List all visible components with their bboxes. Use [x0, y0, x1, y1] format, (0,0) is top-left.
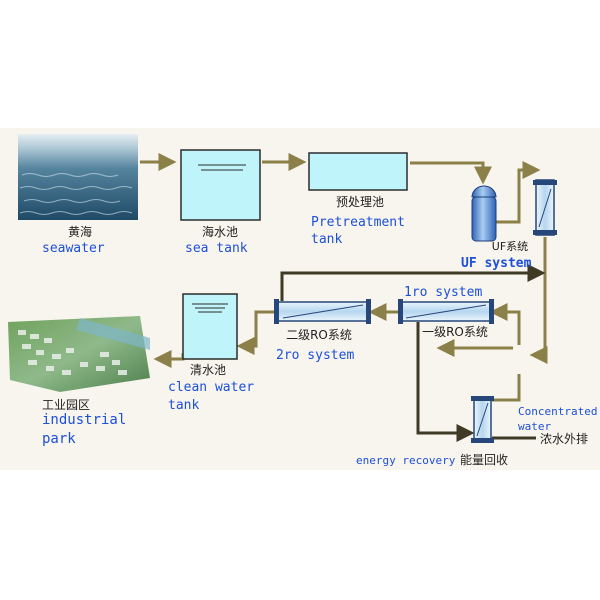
concentrated-label-en-1: Concentrated [518, 405, 597, 418]
concentrated-label-en-2: water [518, 420, 551, 433]
industrial-park-image [8, 316, 150, 392]
sea-tank [180, 149, 261, 221]
clean-water-tank [182, 293, 238, 360]
pipe-pretreatment-to-uf [410, 161, 492, 185]
pipe-1ro-concentrate [416, 322, 475, 442]
industrial-park-label-zh: 工业园区 [42, 398, 90, 412]
clean-tank-label-en-1: clean water [168, 380, 254, 395]
seawater-image [18, 134, 138, 220]
ro1-label-en: 1ro system [404, 285, 482, 300]
ro2-membrane [274, 299, 371, 324]
pretreatment-label-zh: 预处理池 [336, 195, 384, 209]
ro2-label-zh: 二级RO系统 [286, 328, 352, 342]
industrial-park-label-en-2: park [42, 431, 76, 447]
pipe-uf-vessel-to-uf-system [495, 161, 541, 224]
sea-tank-label-zh: 海水池 [202, 224, 238, 239]
sea-tank-label-en: sea tank [185, 241, 248, 256]
uf-pressure-vessel [471, 185, 497, 242]
clean-tank-label-zh: 清水池 [190, 363, 226, 377]
energy-recovery-membrane [471, 396, 494, 443]
energy-recovery-label-en: energy recovery [356, 454, 456, 467]
ro2-label-en: 2ro system [276, 348, 354, 363]
pretreatment-tank [308, 152, 408, 191]
pretreatment-label-en-2: tank [311, 232, 342, 247]
pipe-into-1ro [489, 303, 521, 345]
clean-tank-label-en-2: tank [168, 398, 199, 413]
pipe-2ro-to-clean-tank [236, 310, 274, 355]
pretreatment-label-en-1: Pretreatment [311, 215, 405, 230]
uf-label-zh: UF系统 [492, 240, 528, 253]
concentrated-label-zh: 浓水外排 [540, 432, 588, 446]
ro1-label-zh: 一级RO系统 [422, 325, 488, 339]
uf-membrane [533, 179, 557, 236]
uf-label-en: UF system [461, 256, 532, 271]
seawater-label-en: seawater [42, 241, 105, 256]
ro1-membrane [398, 299, 494, 324]
seawater-label-zh: 黄海 [68, 224, 92, 239]
industrial-park-label-en-1: industrial [42, 412, 126, 428]
pipe-concentrate-loop [492, 374, 521, 402]
pipe-2ro-recycle [280, 264, 546, 301]
energy-recovery-label-zh: 能量回收 [460, 453, 508, 467]
